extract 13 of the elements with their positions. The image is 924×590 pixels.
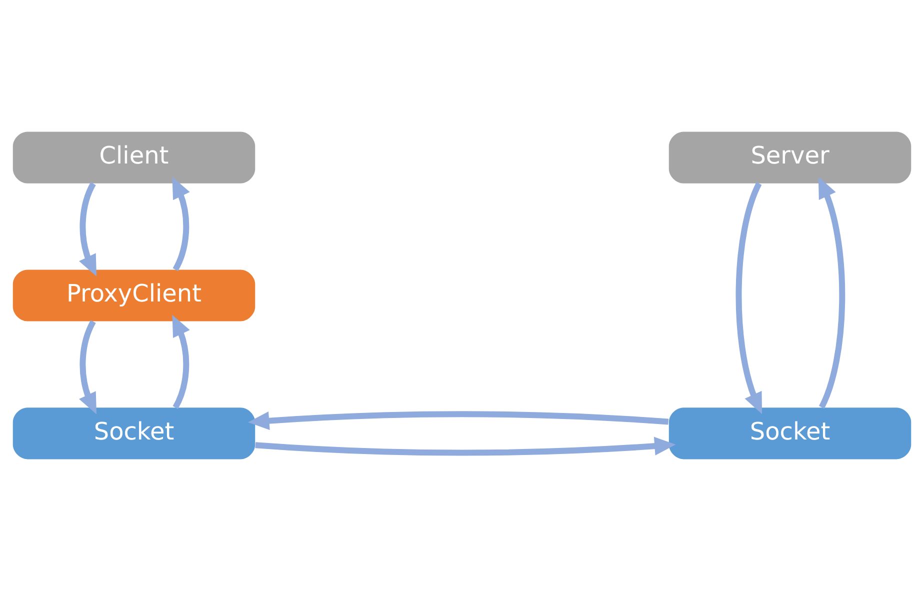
arrow	[255, 436, 676, 456]
arrow	[79, 320, 97, 414]
arrow	[818, 176, 846, 408]
arrow	[79, 182, 97, 276]
node-box: ProxyClient	[12, 269, 256, 321]
arrow	[248, 410, 669, 430]
arrow	[736, 182, 762, 414]
node-box: Socket	[12, 407, 256, 459]
node-box: Server	[668, 131, 912, 183]
node-box: Socket	[668, 407, 912, 459]
arrow	[172, 314, 190, 408]
arrow	[172, 176, 190, 270]
node-box: Client	[12, 131, 256, 183]
